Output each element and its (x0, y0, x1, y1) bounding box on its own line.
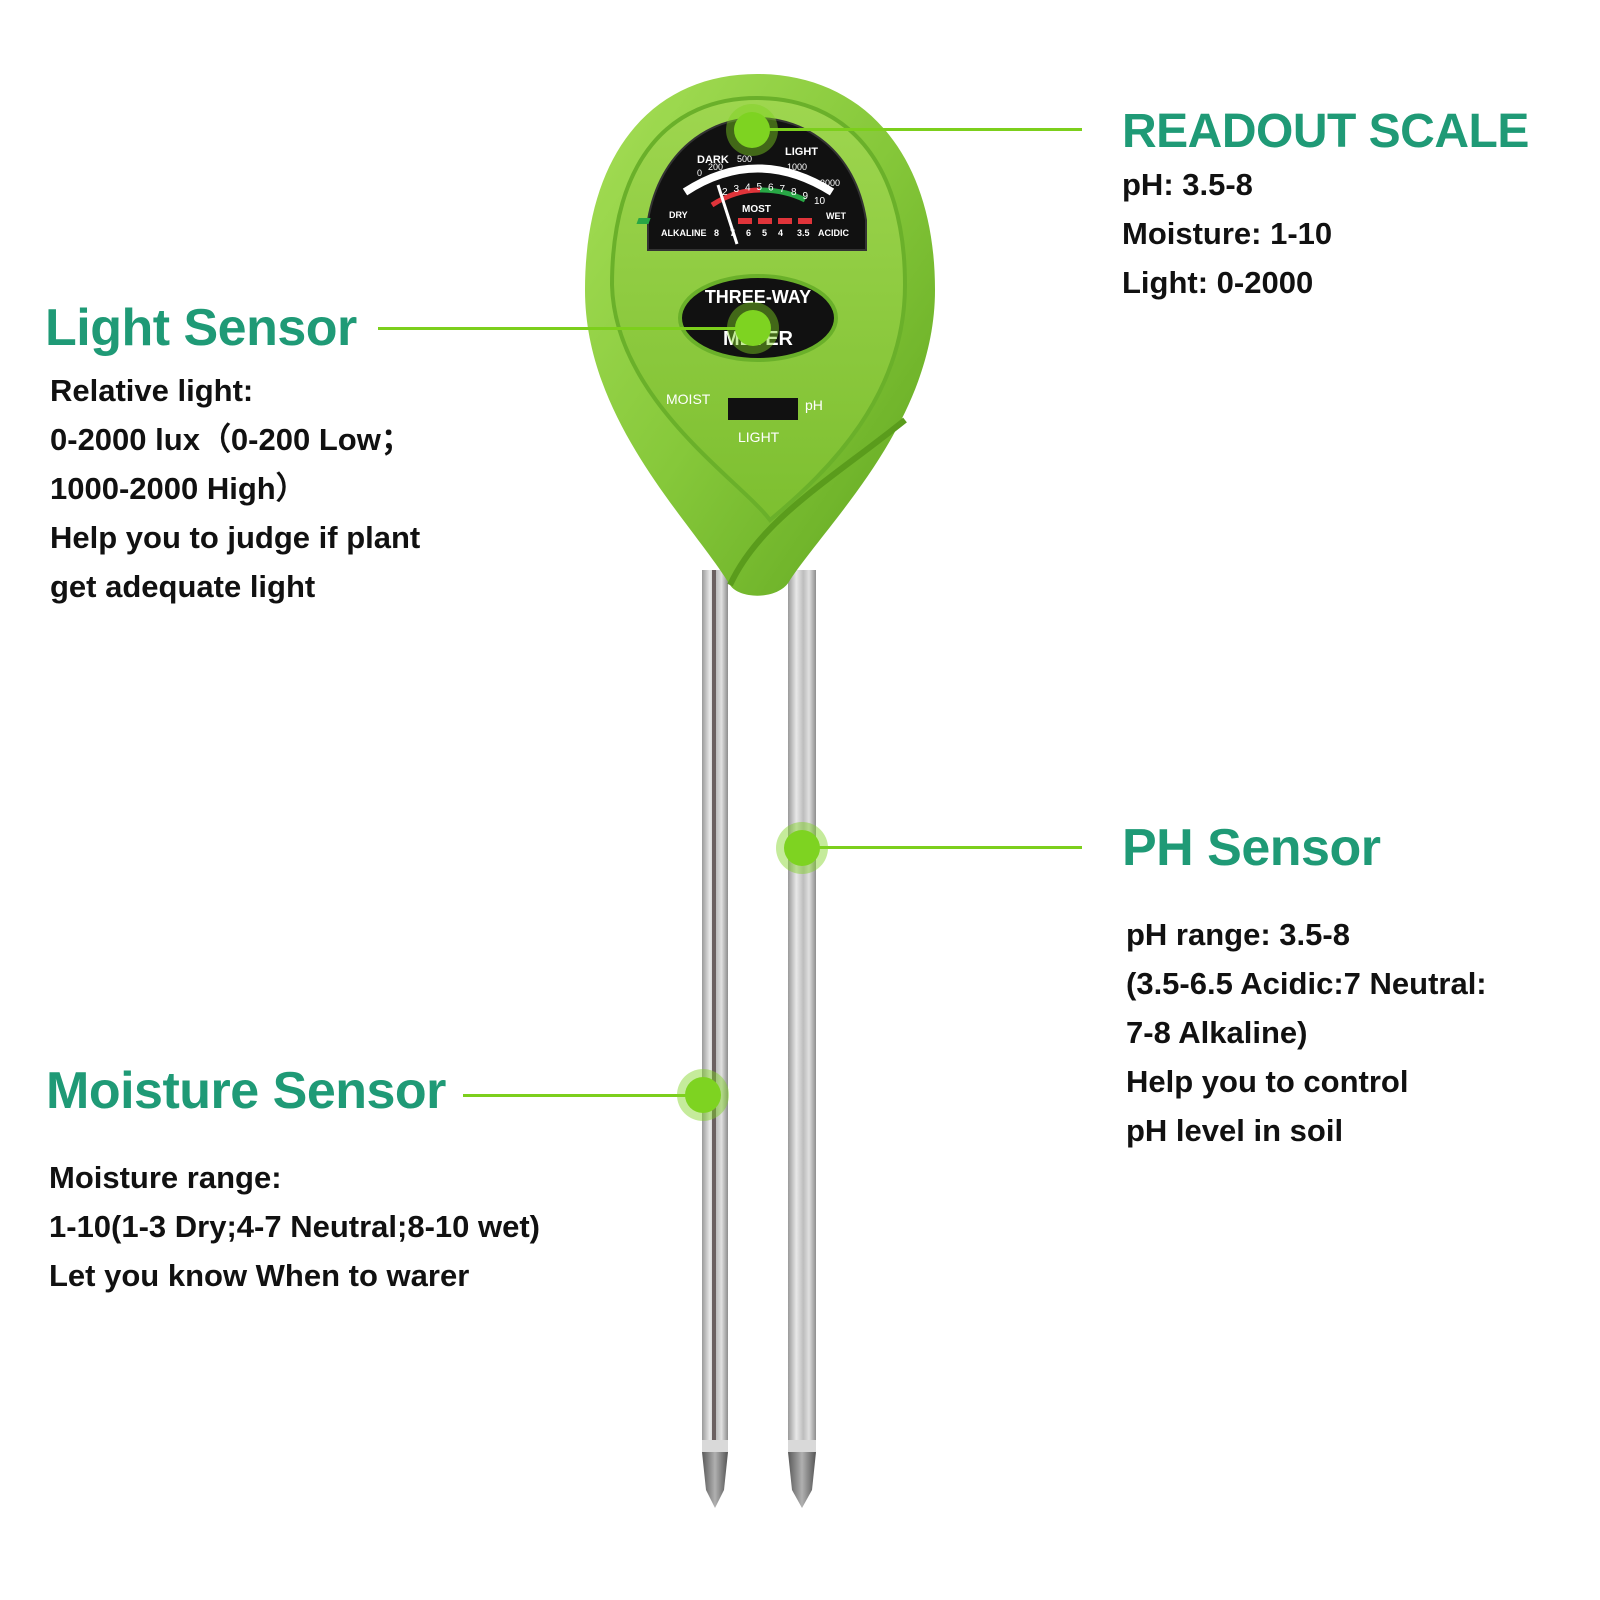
ph-callout-line (802, 846, 1082, 849)
light-sensor-block: Light Sensor Relative light: 0-2000 lux（… (45, 302, 420, 611)
dial-ph-tick: 4 (778, 228, 783, 238)
ph-sensor-block: PH Sensor pH range: 3.5-8 (3.5-6.5 Acidi… (1122, 822, 1487, 1155)
dial-light-tick: 1000 (787, 162, 807, 172)
dial-light-tick: 0 (697, 168, 702, 178)
switch-light-label: LIGHT (738, 429, 780, 445)
light-sensor-line: 1000-2000 High） (50, 471, 307, 506)
dial-moisture-tick: 3 (734, 184, 740, 195)
dial-ph-tick: 8 (714, 228, 719, 238)
light-callout-dot (735, 310, 771, 346)
dial-moisture-tick: 7 (780, 184, 786, 195)
dial-moisture-tick: 9 (803, 191, 809, 202)
ph-sensor-line: (3.5-6.5 Acidic:7 Neutral: (1126, 966, 1487, 1001)
dial-moisture-tick: 4 (745, 183, 751, 194)
badge-top-text: THREE-WAY (705, 287, 811, 307)
ph-sensor-line: Help you to control (1126, 1064, 1409, 1099)
dial-most-label: MOST (742, 204, 771, 215)
dial-ph-tick: 6 (746, 228, 751, 238)
readout-scale-title: READOUT SCALE (1122, 105, 1529, 158)
dial-light-label: LIGHT (785, 146, 818, 158)
dial-moisture-tick: 10 (814, 196, 826, 207)
light-sensor-title: Light Sensor (45, 299, 357, 357)
readout-line: Light: 0-2000 (1122, 265, 1314, 300)
dial-ph-tick: 7 (730, 228, 735, 238)
readout-dial: DARK LIGHT 0 200 500 1000 2000 MOST DRY … (636, 116, 867, 251)
readout-line: pH: 3.5-8 (1122, 167, 1253, 202)
moisture-sensor-block: Moisture Sensor Moisture range: 1-10(1-3… (46, 1065, 540, 1300)
readout-scale-block: READOUT SCALE pH: 3.5-8 Moisture: 1-10 L… (1122, 108, 1529, 307)
light-sensor-line: get adequate light (50, 569, 316, 604)
dial-moisture-tick: 6 (768, 183, 774, 194)
light-callout-line (378, 327, 753, 330)
dial-acidic-label: ACIDIC (818, 228, 849, 238)
dial-ph-tick: 3.5 (797, 228, 810, 238)
dial-light-tick: 200 (708, 162, 723, 172)
moisture-sensor-title: Moisture Sensor (46, 1062, 446, 1120)
light-sensor-line: Relative light: (50, 373, 254, 408)
ph-sensor-title: PH Sensor (1122, 819, 1381, 877)
readout-line: Moisture: 1-10 (1122, 216, 1333, 251)
dial-moisture-tick: 8 (791, 187, 797, 198)
light-sensor-line: 0-2000 lux（0-200 Low； (50, 422, 412, 457)
moisture-callout-line (463, 1094, 703, 1097)
readout-callout-dot (734, 112, 770, 148)
moisture-callout-dot (685, 1077, 721, 1113)
ph-callout-dot (784, 830, 820, 866)
switch-moist-label: MOIST (666, 391, 711, 407)
ph-sensor-line: pH level in soil (1126, 1113, 1344, 1148)
moisture-sensor-line: 1-10(1-3 Dry;4-7 Neutral;8-10 wet) (49, 1209, 541, 1244)
moisture-probe-rod (702, 570, 728, 1508)
dial-light-tick: 2000 (820, 178, 840, 188)
ph-sensor-line: pH range: 3.5-8 (1126, 917, 1350, 952)
dial-light-tick: 500 (737, 154, 752, 164)
dial-ph-tick: 5 (762, 228, 767, 238)
moisture-sensor-line: Let you know When to warer (49, 1258, 470, 1293)
readout-callout-line (752, 128, 1082, 131)
ph-sensor-line: 7-8 Alkaline) (1126, 1015, 1308, 1050)
ph-probe-rod (788, 570, 816, 1508)
light-sensor-line: Help you to judge if plant (50, 520, 421, 555)
dial-dark-label: DARK (697, 154, 729, 166)
dial-moisture-tick: 5 (757, 182, 763, 193)
dial-alkaline-label: ALKALINE (661, 228, 707, 238)
moisture-sensor-line: Moisture range: (49, 1160, 282, 1195)
dial-wet-label: WET (826, 211, 846, 221)
dial-dry-label: DRY (669, 210, 688, 220)
switch-ph-label: pH (805, 397, 823, 413)
mode-switch[interactable]: MOIST pH LIGHT (666, 391, 823, 445)
dial-moisture-tick: 2 (722, 187, 728, 198)
